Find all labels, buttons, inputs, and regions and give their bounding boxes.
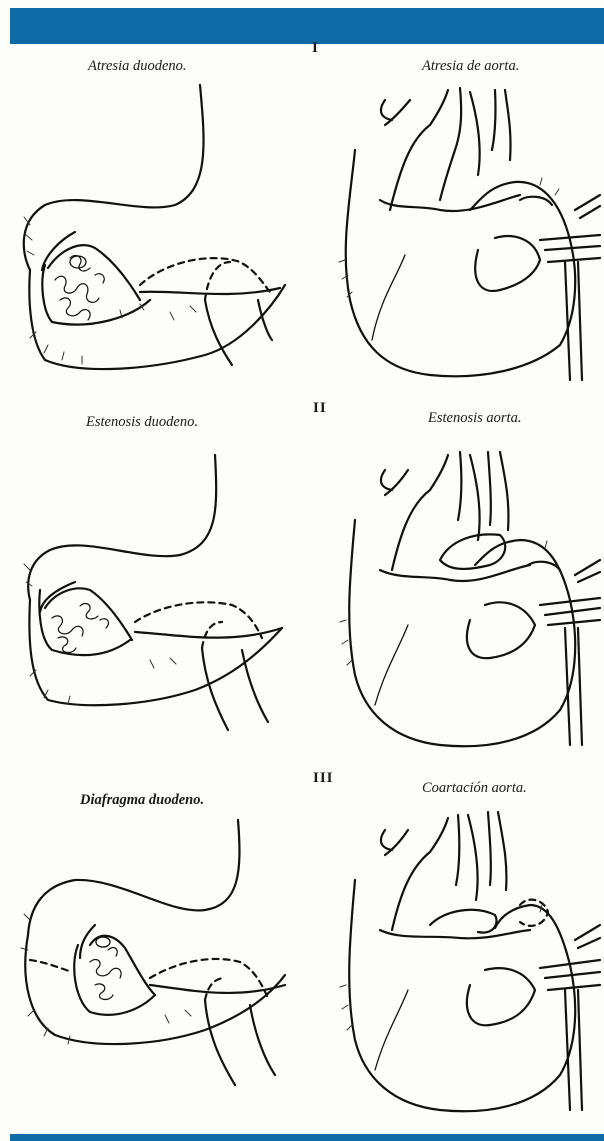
duodenum-diaphragm-drawing (21, 820, 285, 1085)
aorta-atresia-drawing (339, 88, 600, 380)
aorta-stenosis-drawing (340, 452, 600, 746)
duodenum-atresia-drawing (24, 85, 285, 369)
duodenum-stenosis-drawing (24, 455, 282, 730)
aorta-coarctation-drawing (340, 812, 600, 1111)
